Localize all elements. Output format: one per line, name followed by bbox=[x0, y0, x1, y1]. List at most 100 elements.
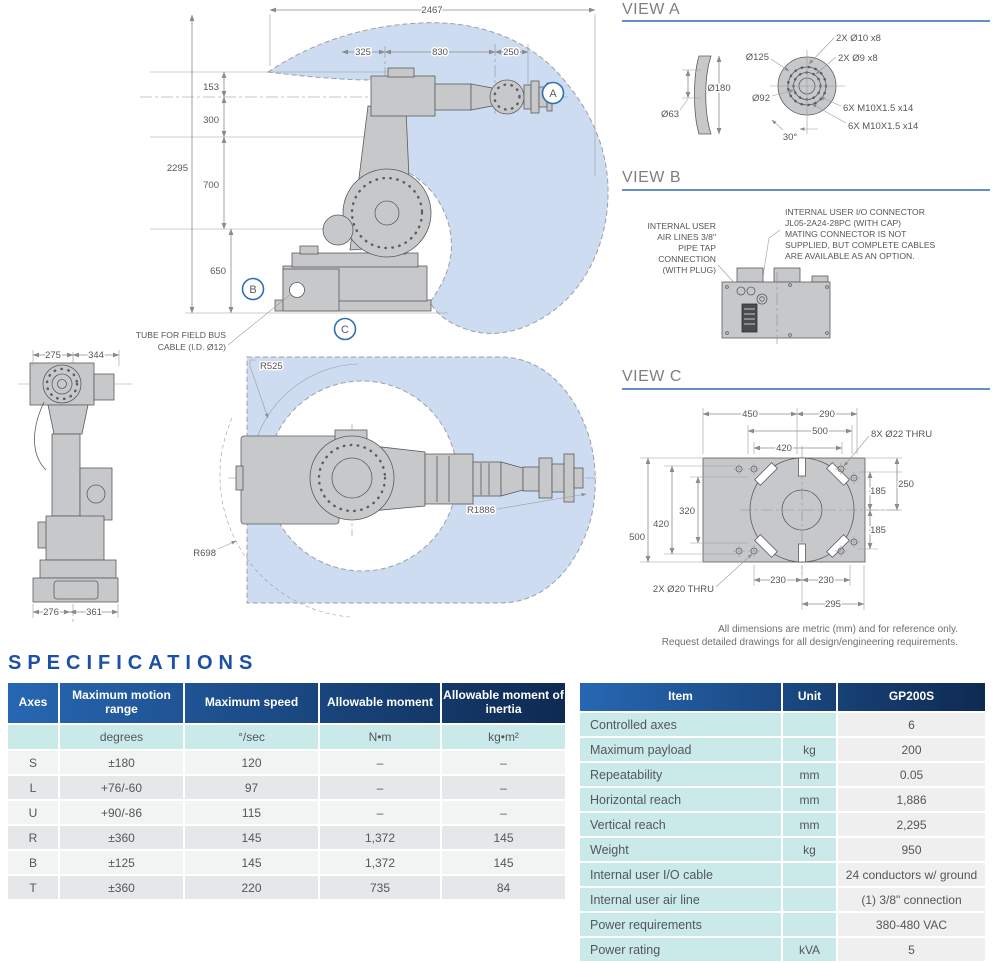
value-cell: 950 bbox=[838, 838, 985, 861]
item-cell: Horizontal reach bbox=[580, 788, 783, 811]
io-note-line: JL05-2A24-28PC (WITH CAP) bbox=[785, 218, 901, 228]
inertia-cell: 84 bbox=[442, 876, 565, 899]
axis-cell: L bbox=[8, 776, 60, 799]
dim-325: 325 bbox=[355, 47, 371, 58]
unit-cell bbox=[783, 713, 838, 736]
item-cell: Power rating bbox=[580, 938, 783, 961]
item-header: Item bbox=[580, 683, 783, 711]
model-table-row: Weight kg 950 bbox=[580, 838, 985, 861]
speed-cell: 97 bbox=[185, 776, 320, 799]
model-table-row: Power rating kVA 5 bbox=[580, 938, 985, 961]
model-table-row: Internal user air line (1) 3/8" connecti… bbox=[580, 888, 985, 911]
flange-side-profile bbox=[694, 55, 712, 135]
unit-cell: kg bbox=[783, 738, 838, 761]
taps-note-1: 6X M10X1.5 x14 bbox=[843, 103, 913, 114]
model-table-row: Internal user I/O cable 24 conductors w/… bbox=[580, 863, 985, 886]
value-cell: 0.05 bbox=[838, 763, 985, 786]
front-view-drawing: 2467 2295 325 830 250 153 300 700 650 A … bbox=[136, 4, 609, 352]
view-b-section: VIEW B INTERNAL USER AIR LINES 3/8" PIPE… bbox=[622, 169, 990, 344]
io-note-line: INTERNAL USER I/O CONNECTOR bbox=[785, 207, 925, 217]
note-2x-holes: 2X Ø20 THRU bbox=[653, 584, 714, 595]
air-note-line: INTERNAL USER bbox=[648, 221, 716, 231]
value-cell: (1) 3/8" connection bbox=[838, 888, 985, 911]
view-a-title: VIEW A bbox=[622, 1, 680, 18]
dim-230-left: 230 bbox=[770, 575, 786, 586]
axes-table-row: B ±125 145 1,372 145 bbox=[8, 851, 565, 874]
field-bus-note-line2: CABLE (I.D. Ø12) bbox=[158, 342, 226, 352]
moment-cell: – bbox=[320, 801, 442, 824]
detail-badge-c: C bbox=[333, 317, 357, 341]
dim-320: 320 bbox=[679, 506, 695, 517]
dim-450: 450 bbox=[742, 409, 758, 420]
units-cell: N•m bbox=[320, 725, 442, 749]
value-cell: 6 bbox=[838, 713, 985, 736]
dim-230-right: 230 bbox=[818, 575, 834, 586]
model-header: GP200S bbox=[888, 689, 935, 704]
value-cell: 1,886 bbox=[838, 788, 985, 811]
view-b-title: VIEW B bbox=[622, 169, 681, 186]
flange-face bbox=[770, 50, 845, 124]
unit-cell bbox=[783, 913, 838, 936]
item-cell: Controlled axes bbox=[580, 713, 783, 736]
robot-front-silhouette bbox=[274, 67, 553, 312]
view-a-callouts: 2X Ø10 x8 2X Ø9 x8 Ø125 Ø92 6X M10X1.5 x… bbox=[744, 32, 920, 145]
robot-side-silhouette bbox=[29, 362, 119, 603]
dia-92-label: Ø92 bbox=[752, 93, 770, 104]
io-connector-note: INTERNAL USER I/O CONNECTOR JL05-2A24-28… bbox=[785, 207, 936, 261]
model-spec-table: Item Unit GP200S Controlled axes 6 Maxim… bbox=[580, 683, 985, 961]
axes-table-row: L +76/-60 97 – – bbox=[8, 776, 565, 799]
item-cell: Power requirements bbox=[580, 913, 783, 936]
side-view-drawing: 275 344 276 361 bbox=[18, 349, 132, 622]
range-cell: ±180 bbox=[60, 751, 185, 774]
io-note-line: SUPPLIED, BUT COMPLETE CABLES bbox=[785, 240, 936, 250]
model-table-row: Vertical reach mm 2,295 bbox=[580, 813, 985, 836]
item-cell: Internal user I/O cable bbox=[580, 863, 783, 886]
air-line-note: INTERNAL USER AIR LINES 3/8" PIPE TAP CO… bbox=[648, 221, 717, 275]
range-cell: ±360 bbox=[60, 826, 185, 849]
model-table-row: Controlled axes 6 bbox=[580, 713, 985, 736]
unit-cell: mm bbox=[783, 763, 838, 786]
dim-185-upper: 185 bbox=[870, 486, 886, 497]
unit-cell: kVA bbox=[783, 938, 838, 961]
badge-b-label: B bbox=[249, 284, 256, 296]
inertia-cell: 145 bbox=[442, 851, 565, 874]
inertia-cell: 145 bbox=[442, 826, 565, 849]
moment-cell: 1,372 bbox=[320, 851, 442, 874]
axis-cell: S bbox=[8, 751, 60, 774]
axes-table-header-row: Axes Maximum motion range Maximum speed … bbox=[8, 683, 565, 723]
side-view-dimensions: 275 344 276 361 bbox=[32, 349, 120, 620]
moment-cell: 735 bbox=[320, 876, 442, 899]
badge-c-label: C bbox=[341, 324, 349, 336]
unit-cell bbox=[783, 863, 838, 886]
field-bus-port bbox=[289, 282, 305, 298]
moment-cell: – bbox=[320, 776, 442, 799]
axis-cell: T bbox=[8, 876, 60, 899]
range-cell: +90/-86 bbox=[60, 801, 185, 824]
value-cell: 200 bbox=[838, 738, 985, 761]
item-cell: Internal user air line bbox=[580, 888, 783, 911]
r698-label: R698 bbox=[193, 548, 216, 559]
unit-header: Unit bbox=[783, 683, 838, 711]
dim-2295: 2295 bbox=[167, 163, 188, 174]
air-note-line: PIPE TAP bbox=[678, 243, 716, 253]
speed-cell: 115 bbox=[185, 801, 320, 824]
dim-275: 275 bbox=[45, 350, 61, 361]
base-connector-box bbox=[721, 267, 831, 344]
disclaimer-line1: All dimensions are metric (mm) and for r… bbox=[718, 624, 958, 635]
holes-inner-note: 2X Ø9 x8 bbox=[838, 53, 878, 64]
technical-drawings: 2467 2295 325 830 250 153 300 700 650 A … bbox=[18, 1, 990, 648]
mounting-holes bbox=[733, 463, 860, 557]
value-cell: 5 bbox=[838, 938, 985, 961]
dim-290: 290 bbox=[819, 409, 835, 420]
view-c-dimensions: 450 290 500 420 8X Ø22 THRU 500 420 32 bbox=[628, 408, 934, 612]
item-cell: Maximum payload bbox=[580, 738, 783, 761]
moment-of-inertia-header: Allowable moment of inertia bbox=[443, 688, 564, 716]
field-bus-note-line1: TUBE FOR FIELD BUS bbox=[136, 330, 227, 340]
air-note-line: AIR LINES 3/8" bbox=[657, 232, 716, 242]
note-8x-holes: 8X Ø22 THRU bbox=[871, 429, 932, 440]
axis-cell: B bbox=[8, 851, 60, 874]
view-c-title: VIEW C bbox=[622, 368, 682, 385]
moment-cell: 1,372 bbox=[320, 826, 442, 849]
dia-125-label: Ø125 bbox=[746, 52, 769, 63]
